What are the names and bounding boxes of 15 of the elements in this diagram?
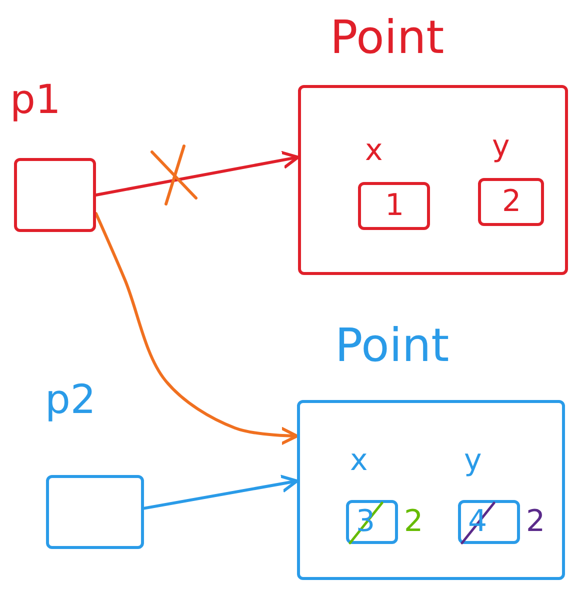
field-name: y: [464, 444, 482, 477]
class-name: Point: [330, 12, 444, 63]
variable-name: p1: [10, 78, 61, 122]
arrow: [94, 212, 298, 445]
field-value: 2: [502, 187, 522, 217]
field-value: 1: [385, 191, 404, 221]
corrected-value: 2: [526, 507, 546, 537]
arrow: [94, 151, 300, 196]
field-name: x: [350, 444, 368, 477]
field-name: y: [492, 130, 510, 163]
arrow: [142, 474, 298, 510]
corrected-value: 2: [404, 507, 424, 537]
class-name: Point: [335, 320, 450, 371]
variable-name: p2: [45, 378, 96, 422]
field-name: x: [365, 134, 383, 167]
